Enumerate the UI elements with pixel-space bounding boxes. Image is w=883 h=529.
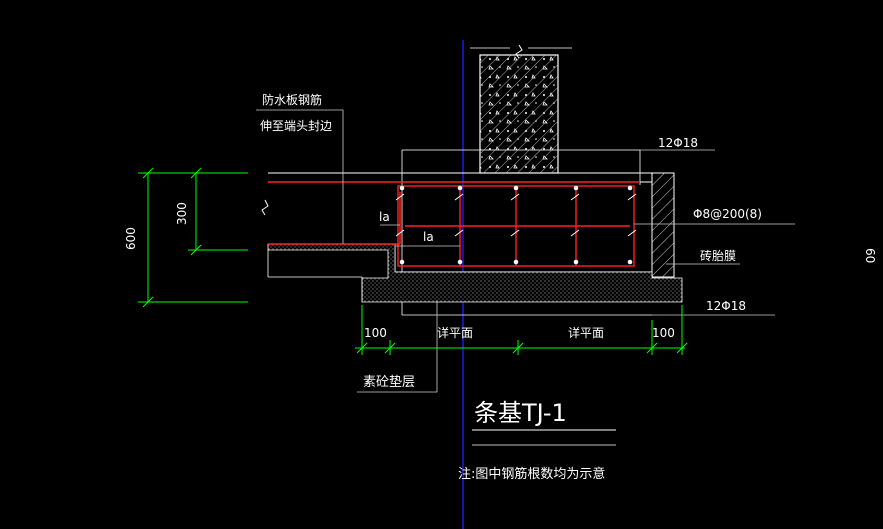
dim-300: 300 [175,202,189,225]
wall-section [470,44,572,174]
waterproof-label-line1: 防水板钢筋 [262,92,322,107]
drawing-title: 条基TJ-1 [474,399,567,427]
dim-100-left: 100 [364,326,387,340]
wall-break-mark [515,44,523,59]
slab-break-mark [261,199,269,216]
drawing-note: 注:图中钢筋根数均为示意 [458,466,605,482]
dim-detail-left: 详平面 [437,325,473,340]
edge-partial-label: 60 [863,248,877,263]
stirrup-label: Φ8@200(8) [693,207,762,221]
rebar-dots [399,185,633,265]
la-label-2: la [423,230,434,244]
dim-600: 600 [124,227,138,250]
slab-rebar [268,181,640,245]
dim-detail-right: 详平面 [568,325,604,340]
top-rebar-label: 12Φ18 [658,136,698,150]
la-label-1: la [379,210,390,224]
dimension-lines [138,167,688,355]
brick-mold-label: 砖胎膜 [700,248,736,263]
cushion-label: 素砼垫层 [363,374,415,390]
bottom-rebar-label: 12Φ18 [706,299,746,313]
stirrup-hooks [395,193,637,237]
leader-lines [256,109,795,393]
waterproof-label-line2: 伸至端头封边 [260,119,332,133]
dim-100-right: 100 [652,326,675,340]
footing-rebar-cage [397,185,635,267]
cushion-layer [267,243,683,303]
brick-formwork [651,172,675,278]
